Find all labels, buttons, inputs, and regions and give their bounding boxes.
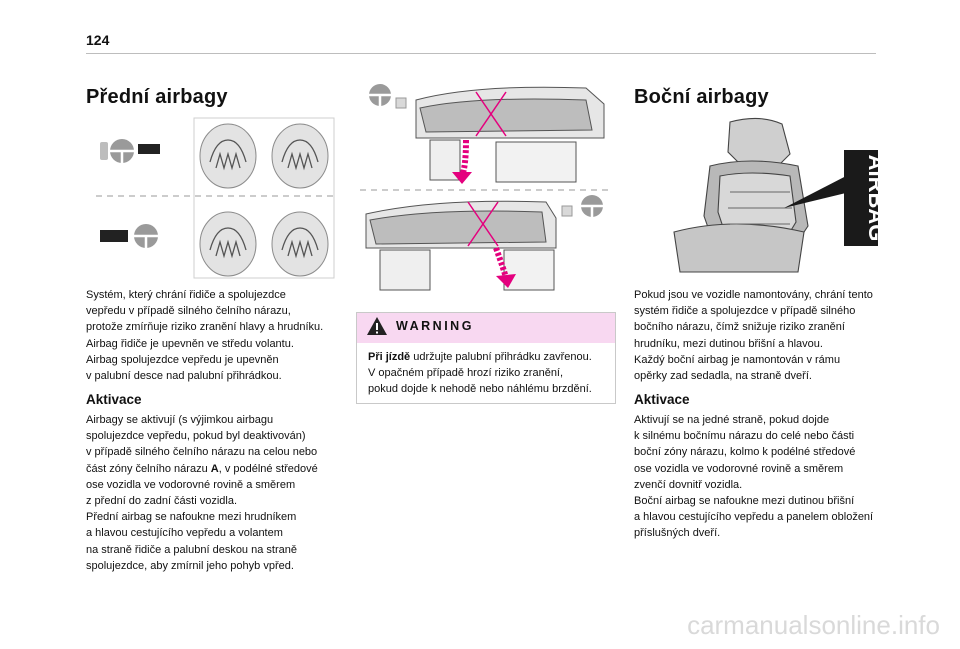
airbag-tag-label: AIRBAG	[864, 155, 882, 242]
warning-header	[357, 313, 615, 343]
front-activation-heading: Aktivace	[86, 392, 142, 407]
seat-outlines	[193, 117, 335, 279]
header-rule	[86, 53, 876, 54]
watermark: carmanualsonline.info	[687, 610, 940, 640]
side-activation-heading: Aktivace	[634, 392, 690, 407]
front-activation-text-part2: , v podélné středové ose vozidla ve vodo…	[86, 462, 318, 572]
warning-triangle-icon	[367, 317, 387, 335]
impact-zone-letter: A	[210, 462, 219, 475]
seat-drawing	[673, 117, 809, 273]
warning-text: Při jízdě udržujte palubní přihrádku zav…	[368, 349, 614, 398]
warning-text-rest: udržujte palubní přihrádku zavřenou. V o…	[368, 351, 592, 396]
warning-text-bold: Při jízdě	[368, 351, 411, 363]
glovebox-illustration	[360, 84, 610, 291]
section-title-side-airbags: Boční airbagy	[634, 86, 769, 108]
front-airbag-illustration	[96, 117, 335, 279]
side-airbag-seat-illustration: AIRBAG	[673, 117, 882, 273]
front-airbag-intro: Systém, který chrání řidiče a spolujezdc…	[86, 289, 324, 383]
cross-mark-top	[475, 91, 507, 137]
front-activation-text-part1: Airbagy se aktivují (s výjimkou airbagu …	[86, 414, 318, 475]
steering-wheel-icon-top	[369, 84, 407, 109]
side-airbag-intro: Pokud jsou ve vozidle namontovány, chrán…	[634, 289, 873, 383]
airbag-tag	[844, 150, 878, 246]
driver-wheel-icon-top	[100, 139, 160, 163]
section-title-front-airbags: Přední airbagy	[86, 86, 228, 108]
warning-title: WARNING	[396, 319, 474, 333]
steering-wheel-icon-bottom	[561, 195, 603, 217]
warning-box	[356, 312, 616, 404]
cross-mark-bottom	[467, 201, 499, 247]
arrow-down-top	[459, 139, 469, 178]
page-number: 124	[86, 32, 110, 48]
front-activation-text: Airbagy se aktivují (s výjimkou airbagu …	[86, 412, 348, 574]
side-activation-text: Aktivují se na jedné straně, pokud dojde…	[634, 414, 874, 540]
passenger-wheel-icon-bottom	[100, 224, 158, 248]
